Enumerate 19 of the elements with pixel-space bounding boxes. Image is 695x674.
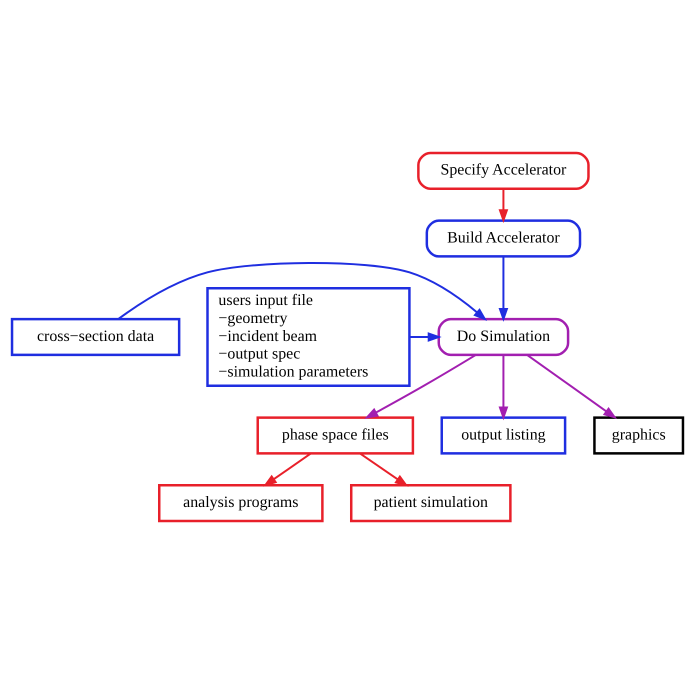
node-box: Build Accelerator: [426, 219, 582, 258]
node-box: Do Simulation: [438, 318, 570, 356]
arrow: [263, 452, 312, 487]
arrow: [360, 452, 409, 487]
arrow: [498, 355, 508, 420]
arrow: [498, 256, 508, 322]
node-box: patient simulation: [350, 484, 512, 522]
node-box: analysis programs: [158, 484, 324, 522]
node-box: graphics: [593, 416, 684, 455]
node-box: cross−section data: [10, 318, 180, 356]
arrow: [498, 189, 508, 224]
arrow: [364, 354, 476, 419]
node-box: users input file −geometry −incident beam −output spec −simulation parameters: [206, 287, 411, 387]
arrow: [526, 354, 618, 420]
node-box: phase space files: [256, 416, 414, 455]
arrow: [410, 332, 442, 342]
node-box: output listing: [440, 416, 566, 455]
node-box: Specify Accelerator: [417, 152, 590, 190]
arrow: [118, 262, 488, 321]
